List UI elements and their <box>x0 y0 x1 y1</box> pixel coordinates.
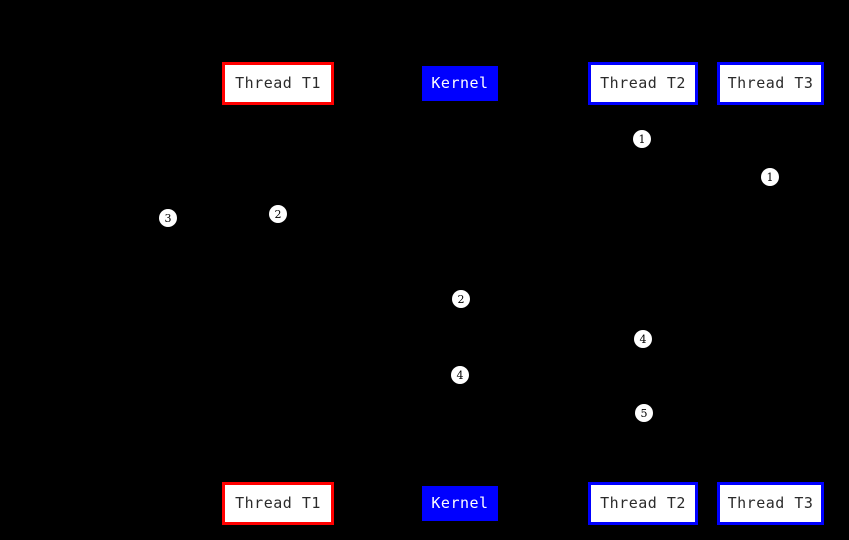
step-marker-number: 5 <box>640 406 648 420</box>
lifeline-t2 <box>643 105 644 482</box>
participant-header-kernel[interactable]: Kernel <box>422 66 498 101</box>
participant-footer-t2[interactable]: Thread T2 <box>588 482 698 525</box>
step-marker-number: 4 <box>639 332 647 346</box>
participant-label-t3: Thread T3 <box>727 74 814 92</box>
step-marker: 4 <box>451 366 469 384</box>
step-marker-number: 4 <box>456 368 464 382</box>
participant-footer-label-kernel: Kernel <box>431 494 489 512</box>
lifeline-tick-t2-bottom <box>642 479 645 482</box>
participant-label-kernel: Kernel <box>431 74 489 92</box>
step-marker-number: 1 <box>766 170 774 184</box>
step-marker: 1 <box>761 168 779 186</box>
step-marker: 5 <box>635 404 653 422</box>
step-marker-number: 2 <box>274 207 282 221</box>
participant-header-t1[interactable]: Thread T1 <box>222 62 334 105</box>
step-marker-number: 2 <box>457 292 465 306</box>
participant-header-t2[interactable]: Thread T2 <box>588 62 698 105</box>
lifeline-t3 <box>770 105 771 482</box>
participant-header-t3[interactable]: Thread T3 <box>717 62 824 105</box>
lifeline-tick-t3-bottom <box>769 479 772 482</box>
participant-label-t1: Thread T1 <box>235 74 321 92</box>
lifeline-t1 <box>278 105 279 482</box>
participant-footer-label-t2: Thread T2 <box>600 494 686 512</box>
step-marker: 3 <box>159 209 177 227</box>
participant-footer-t1[interactable]: Thread T1 <box>222 482 334 525</box>
step-marker-number: 3 <box>164 211 172 225</box>
participant-footer-kernel[interactable]: Kernel <box>422 486 498 521</box>
lifeline-tick-t1-bottom <box>277 479 280 482</box>
participant-label-t2: Thread T2 <box>600 74 686 92</box>
step-marker: 1 <box>633 130 651 148</box>
participant-footer-t3[interactable]: Thread T3 <box>717 482 824 525</box>
step-marker: 2 <box>452 290 470 308</box>
step-marker: 4 <box>634 330 652 348</box>
step-marker: 2 <box>269 205 287 223</box>
participant-footer-label-t3: Thread T3 <box>727 494 814 512</box>
step-marker-number: 1 <box>638 132 646 146</box>
participant-footer-label-t1: Thread T1 <box>235 494 321 512</box>
